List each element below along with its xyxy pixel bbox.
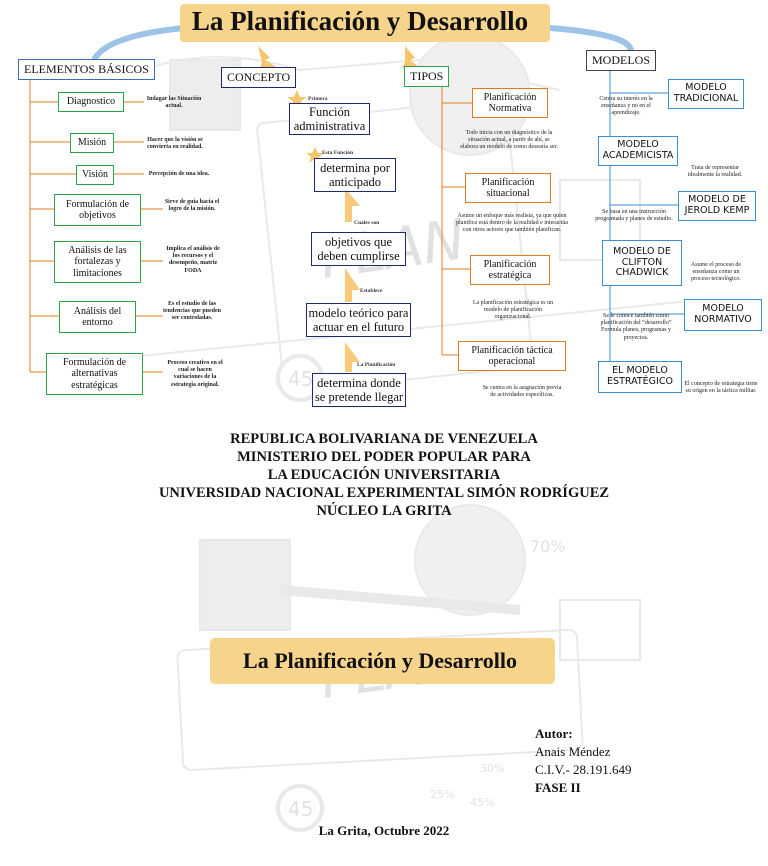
- art-number-45-cover: 45: [288, 797, 313, 821]
- elementos-header: ELEMENTOS BÁSICOS: [18, 59, 155, 80]
- modelo-normativo-note: Se le conoce también como planificación …: [600, 313, 672, 341]
- author-id: C.I.V.- 28.191.649: [535, 762, 632, 777]
- page-title: La Planificación y Desarrollo: [191, 6, 529, 36]
- tipo-tactica-operacional: Planificación táctica operacional: [458, 341, 566, 371]
- author-name: Anais Méndez: [535, 744, 611, 759]
- modelo-clifton-chadwick-note: Asume el proceso de enseñanza como un pr…: [690, 262, 742, 283]
- tipo-normativa-note: Todo inicia con un diagnóstico de la sit…: [460, 130, 558, 151]
- modelo-clifton-chadwick: MODELO DE CLIFTON CHADWICK: [602, 240, 682, 286]
- connector-la-planificacion: La Planificación: [357, 362, 396, 368]
- art-percent-30: 30%: [480, 762, 504, 775]
- elemento-diagnostico-note: Indagar las Situación actual.: [146, 96, 202, 110]
- elemento-mision-note: Hacer que la visión se convierta en real…: [147, 137, 203, 151]
- modelos-header: MODELOS: [586, 50, 657, 71]
- modelo-jerold-kemp: MODELO DE JEROLD KEMP: [678, 191, 756, 221]
- concepto-header: CONCEPTO: [221, 67, 297, 88]
- cover-line-5: NÚCLEO LA GRITA: [316, 503, 452, 519]
- connector-cuales-son: Cuales son: [354, 220, 380, 226]
- connector-establece: Establece: [360, 288, 383, 294]
- elemento-formulacion-objetivos: Formulación de objetivos: [54, 194, 141, 226]
- elemento-analisis-entorno: Análisis del entorno: [59, 301, 136, 333]
- tipo-tactica-operacional-note: Se centra en la asignación previa de act…: [482, 385, 562, 399]
- concepto-step-4: modelo teórico para actuar en el futuro: [306, 303, 411, 337]
- elemento-analisis-entorno-note: Es el estudio de las tendencias que pued…: [163, 301, 222, 322]
- tipo-normativa: Planificación Normativa: [472, 88, 548, 118]
- place-date: La Grita, Octubre 2022: [318, 823, 450, 838]
- cover-line-1: REPUBLICA BOLIVARIANA DE VENEZUELA: [230, 431, 538, 447]
- elemento-mision: Misión: [70, 133, 114, 153]
- elemento-analisis-fortalezas-note: Implica el análisis de los recursos y el…: [166, 246, 220, 274]
- modelo-tradicional: MODELO TRADICIONAL: [668, 79, 744, 109]
- cover-line-3: LA EDUCACIÓN UNIVERSITARIA: [267, 467, 501, 483]
- connector-primera: Primera: [308, 96, 328, 102]
- title-banner: [180, 4, 550, 42]
- connector-esta-funcion: Esta Función: [322, 150, 354, 156]
- tipo-estrategica-note: La planificación estratégica es un model…: [472, 300, 554, 321]
- modelo-estrategico-note: El concepto de estrategia tiene su orige…: [684, 381, 758, 395]
- cover-line-4: UNIVERSIDAD NACIONAL EXPERIMENTAL SIMÓN …: [158, 485, 610, 501]
- elemento-analisis-fortalezas: Análisis de las fortalezas y limitacione…: [54, 241, 141, 283]
- elemento-formulacion-objetivos-note: Sirve de guía hacia el logro de la misió…: [164, 199, 220, 213]
- concepto-step-3: objetivos que deben cumplirse: [311, 232, 406, 266]
- modelo-estrategico: EL MODELO ESTRATÉGICO: [598, 361, 682, 393]
- art-percent-25: 25%: [430, 788, 454, 801]
- concepto-step-5: determina donde se pretende llegar: [312, 373, 406, 407]
- tipo-estrategica: Planificación estratégica: [470, 255, 550, 285]
- fase-label: FASE II: [535, 780, 581, 795]
- elemento-diagnostico: Diagnostico: [58, 92, 124, 112]
- tipo-situacional-note: Asume un enfoque más realista, ya que qu…: [456, 213, 568, 234]
- art-percent-70: 70%: [530, 537, 566, 556]
- tipo-situacional: Planificación situacional: [465, 173, 551, 203]
- modelo-jerold-kemp-note: Se basa en una instrucción programada y …: [595, 209, 673, 223]
- concepto-step-2: determina por anticipado: [314, 158, 396, 192]
- author-label: Autor:: [535, 726, 573, 741]
- art-number-45: 45: [288, 367, 313, 391]
- modelo-normativo: MODELO NORMATIVO: [684, 299, 762, 331]
- modelo-academicista: MODELO ACADEMICISTA: [598, 136, 678, 166]
- elemento-vision: Visión: [76, 165, 114, 185]
- art-percent-45: 45%: [470, 796, 494, 809]
- concepto-step-1: Función administrativa: [289, 103, 370, 135]
- modelo-tradicional-note: Centra su interés en la enseñanza y no e…: [599, 96, 653, 117]
- modelo-academicista-note: Trata de representar idealmente la reali…: [687, 165, 743, 179]
- cover-title-banner: [210, 638, 555, 684]
- tipos-header: TIPOS: [404, 66, 450, 87]
- elemento-formulacion-alternativas-note: Proceso creativo en el cual se hacen var…: [167, 360, 223, 388]
- elemento-vision-note: Percepción de una idea.: [148, 171, 210, 177]
- cover-title: La Planificación y Desarrollo: [243, 648, 517, 673]
- cover-line-2: MINISTERIO DEL PODER POPULAR PARA: [237, 449, 531, 465]
- elemento-formulacion-alternativas: Formulación de alternativas estratégicas: [46, 353, 143, 395]
